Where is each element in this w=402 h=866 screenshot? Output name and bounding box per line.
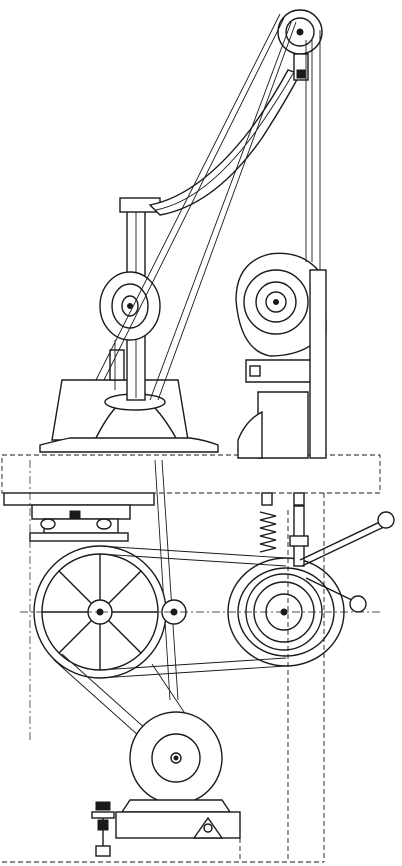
left-wheel [99,271,161,341]
frame-lines [2,460,380,863]
leveling-screw [91,801,115,857]
crane-arm [148,69,302,216]
motor-pulley [129,711,223,805]
table-slab [1,454,381,494]
drive-belts [95,13,321,701]
under-bracket [3,492,155,542]
motor-base [115,799,241,839]
control-lever [299,511,395,613]
tension-spring [259,492,309,567]
overhead-pulley [277,9,323,81]
right-stepped-pulley [227,557,345,667]
right-wheel-guard [235,252,327,459]
lower-belts [53,545,287,745]
